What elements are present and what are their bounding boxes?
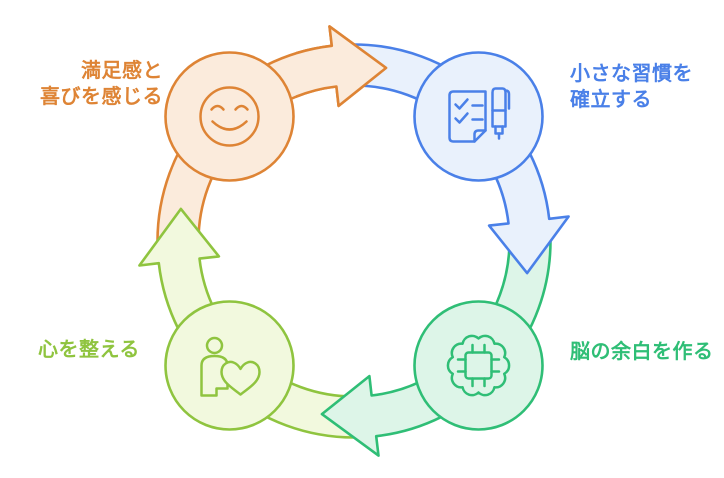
cycle-labels-layer: 満足感と 喜びを感じる 小さな習慣を 確立する 脳の余白を作る 心を整える — [38, 58, 714, 363]
node-establish-small-habits — [413, 51, 544, 182]
node-calm-the-mind — [164, 300, 295, 431]
person-heart-icon — [200, 336, 261, 397]
node-create-brain-margin — [413, 300, 544, 431]
cycle-nodes-layer — [164, 51, 544, 431]
label-establish-small-habits-line1: 小さな習慣を — [570, 61, 693, 85]
label-calm-the-mind: 心を整える — [38, 337, 140, 361]
smiley-face-icon — [199, 86, 260, 147]
node-feel-satisfaction — [164, 51, 295, 182]
cycle-arrow-head-feel-satisfaction — [296, 25, 388, 108]
checklist-pen-icon — [448, 87, 511, 143]
label-establish-small-habits-line2: 確立する — [570, 87, 652, 111]
node-circle-establish-small-habits — [413, 51, 544, 182]
label-feel-satisfaction-line2: 喜びを感じる — [40, 84, 163, 108]
label-feel-satisfaction-line1: 満足感と — [81, 58, 163, 82]
label-create-brain-margin: 脳の余白を作る — [569, 339, 714, 363]
node-circle-feel-satisfaction — [164, 51, 295, 182]
brain-chip-icon — [446, 334, 511, 397]
